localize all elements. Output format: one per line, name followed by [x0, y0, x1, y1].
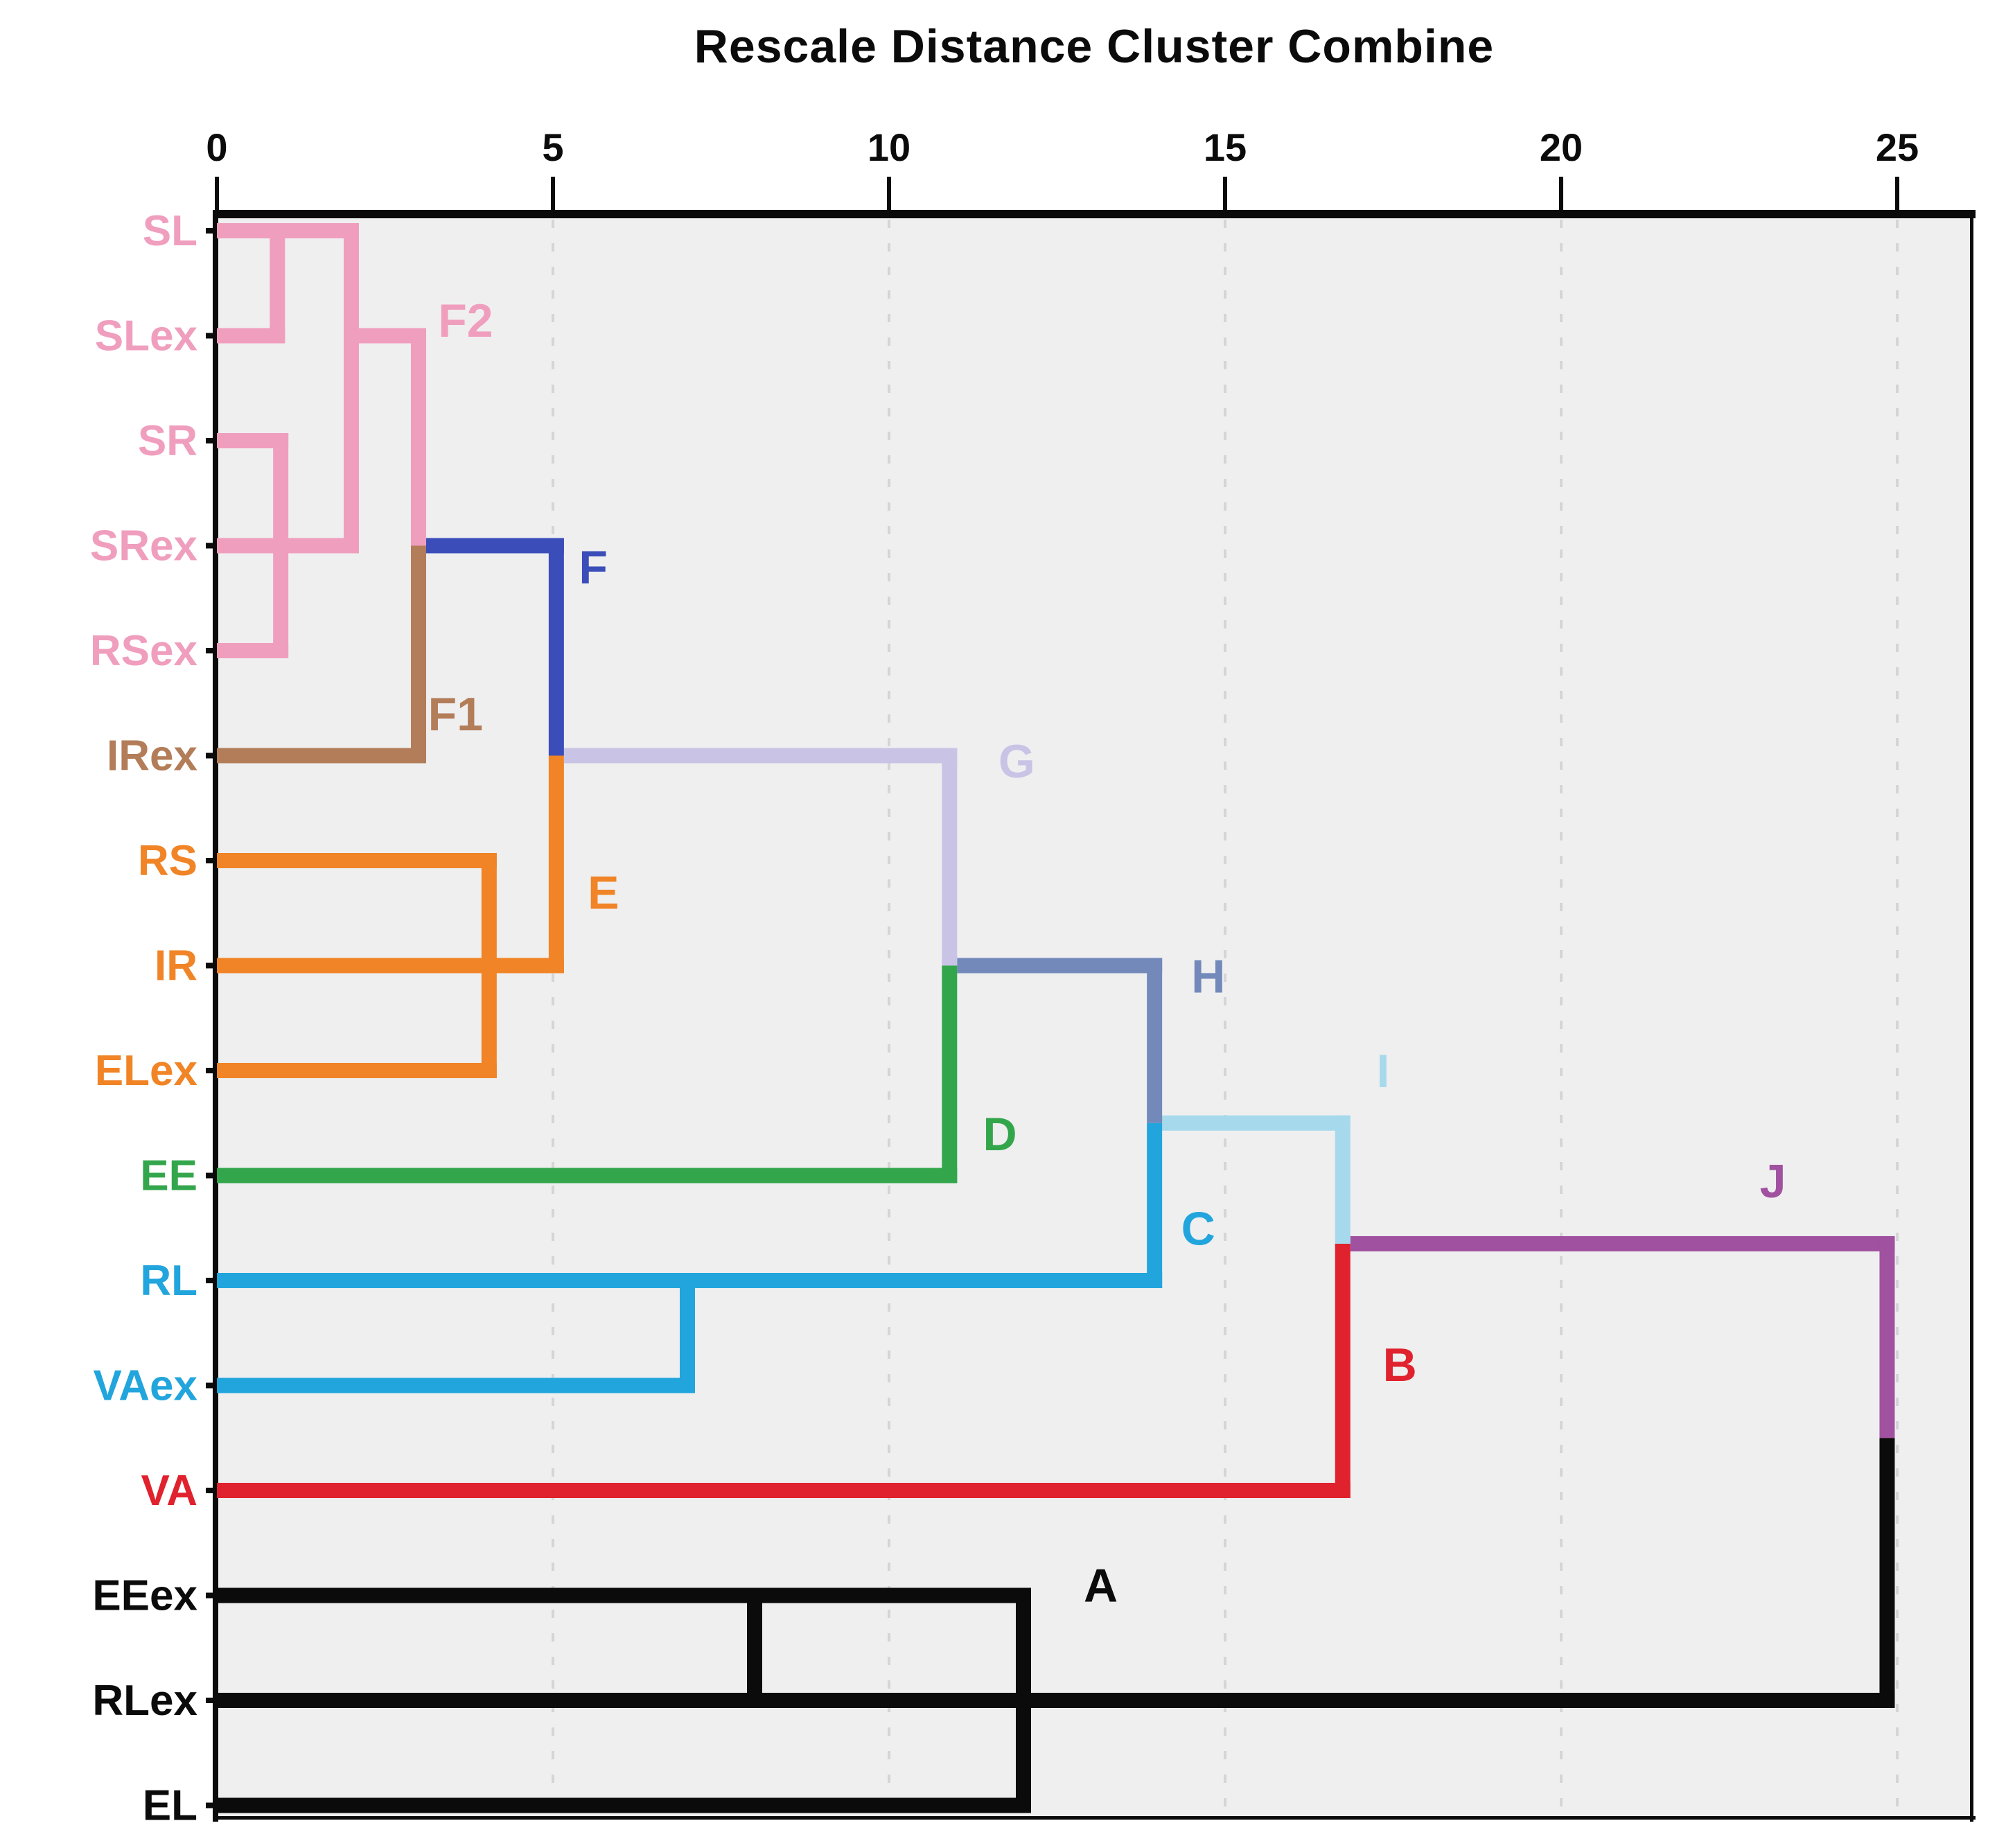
leaf-line-EEex	[217, 1587, 1031, 1603]
row-tick-VA	[206, 1488, 218, 1493]
cluster-label-I: I	[1376, 1045, 1389, 1098]
axis-tick-label-5: 5	[542, 125, 563, 169]
leaf-line-SLex	[217, 328, 285, 344]
leaf-line-RSex	[217, 643, 289, 658]
cluster-line-v-2	[344, 223, 359, 554]
leaf-label-IR: IR	[155, 942, 197, 990]
leaf-label-RSex: RSex	[90, 627, 198, 675]
row-tick-RLex	[206, 1698, 218, 1703]
plot-border-top	[213, 210, 1976, 218]
cluster-label-F: F	[579, 541, 608, 594]
axis-tick-label-15: 15	[1204, 125, 1247, 169]
leaf-label-EL: EL	[143, 1782, 197, 1830]
plot-border-left	[213, 210, 218, 1822]
cluster-line-h-5	[1350, 1235, 1895, 1251]
row-tick-IR	[206, 962, 218, 969]
row-tick-RSex	[206, 648, 218, 653]
cluster-line-h-1	[426, 538, 564, 554]
leaf-line-VA	[217, 1483, 1351, 1498]
row-tick-SL	[206, 228, 218, 234]
leaf-line-ELex	[217, 1063, 497, 1078]
cluster-label-B: B	[1383, 1339, 1417, 1391]
leaf-label-RLex: RLex	[92, 1677, 197, 1725]
cluster-line-v-4	[411, 545, 426, 764]
axis-tick-label-0: 0	[206, 125, 227, 169]
cluster-line-v-12	[1147, 1123, 1163, 1288]
cluster-label-G: G	[998, 735, 1035, 788]
cluster-label-C: C	[1181, 1202, 1215, 1255]
cluster-line-v-6	[548, 538, 564, 756]
leaf-label-SR: SR	[138, 417, 197, 465]
leaf-line-RS	[217, 853, 497, 868]
leaf-label-IRex: IRex	[107, 732, 197, 780]
plot-border-bottom	[213, 1816, 1976, 1820]
cluster-line-h-2	[563, 748, 958, 764]
row-tick-SR	[206, 438, 218, 443]
cluster-line-v-0	[270, 223, 285, 344]
cluster-line-v-3	[411, 328, 426, 546]
cluster-line-v-5	[481, 853, 497, 1078]
chart-title: Rescale Distance Cluster Combine	[694, 20, 1495, 73]
row-tick-EEex	[206, 1592, 218, 1599]
leaf-line-SL	[217, 223, 359, 238]
cluster-line-v-1	[273, 433, 289, 658]
leaf-label-SRex: SRex	[90, 522, 198, 570]
leaf-label-SLex: SLex	[95, 313, 198, 360]
cluster-label-H: H	[1191, 951, 1225, 1003]
cluster-line-h-6	[762, 1693, 1895, 1708]
axis-tick-label-20: 20	[1540, 125, 1583, 169]
cluster-line-v-10	[942, 965, 958, 1183]
leaf-label-SL: SL	[143, 207, 197, 255]
row-tick-IRex	[206, 753, 218, 759]
axis-tick-label-10: 10	[868, 125, 910, 169]
leaf-label-EE: EE	[140, 1152, 197, 1200]
leaf-line-IR	[217, 958, 564, 974]
row-tick-ELex	[206, 1068, 218, 1073]
plot-border-right	[1970, 210, 1973, 1822]
cluster-line-h-3	[957, 958, 1163, 974]
leaf-line-EL	[217, 1797, 1031, 1813]
leaf-label-VAex: VAex	[94, 1362, 198, 1410]
cluster-label-J: J	[1760, 1155, 1786, 1208]
cluster-label-E: E	[588, 866, 619, 919]
leaf-line-EE	[217, 1168, 958, 1183]
row-tick-SLex	[206, 333, 218, 339]
cluster-label-F2: F2	[438, 294, 493, 347]
leaf-label-RL: RL	[140, 1257, 197, 1305]
cluster-line-v-8	[680, 1273, 695, 1393]
row-tick-EL	[206, 1802, 218, 1809]
cluster-line-h-4	[1162, 1115, 1351, 1131]
plot-background	[217, 217, 1971, 1819]
cluster-label-D: D	[983, 1108, 1017, 1161]
leaf-label-VA: VA	[141, 1467, 197, 1515]
row-tick-SRex	[206, 543, 218, 549]
cluster-line-v-7	[548, 755, 564, 974]
leaf-line-SR	[217, 433, 289, 448]
row-tick-EE	[206, 1172, 218, 1179]
leaf-line-VAex	[217, 1378, 695, 1393]
row-tick-VAex	[206, 1382, 218, 1389]
cluster-line-v-16	[1016, 1587, 1031, 1813]
cluster-label-F1: F1	[428, 688, 483, 741]
row-tick-RL	[206, 1278, 218, 1283]
leaf-label-EEex: EEex	[92, 1572, 197, 1620]
cluster-line-v-9	[942, 748, 958, 966]
cluster-line-v-13	[1335, 1115, 1351, 1244]
leaf-line-IRex	[217, 748, 426, 764]
cluster-line-v-14	[1335, 1243, 1351, 1498]
cluster-line-v-17	[1879, 1235, 1895, 1438]
cluster-label-A: A	[1084, 1559, 1118, 1612]
leaf-line-RLex	[217, 1693, 762, 1708]
leaf-label-RS: RS	[138, 837, 197, 885]
cluster-line-v-11	[1147, 958, 1163, 1123]
cluster-line-v-15	[747, 1587, 762, 1708]
axis-tick-label-25: 25	[1876, 125, 1919, 169]
leaf-label-ELex: ELex	[95, 1047, 198, 1095]
cluster-line-v-18	[1879, 1438, 1895, 1708]
cluster-line-h-0	[359, 328, 426, 344]
row-tick-RS	[206, 858, 218, 863]
